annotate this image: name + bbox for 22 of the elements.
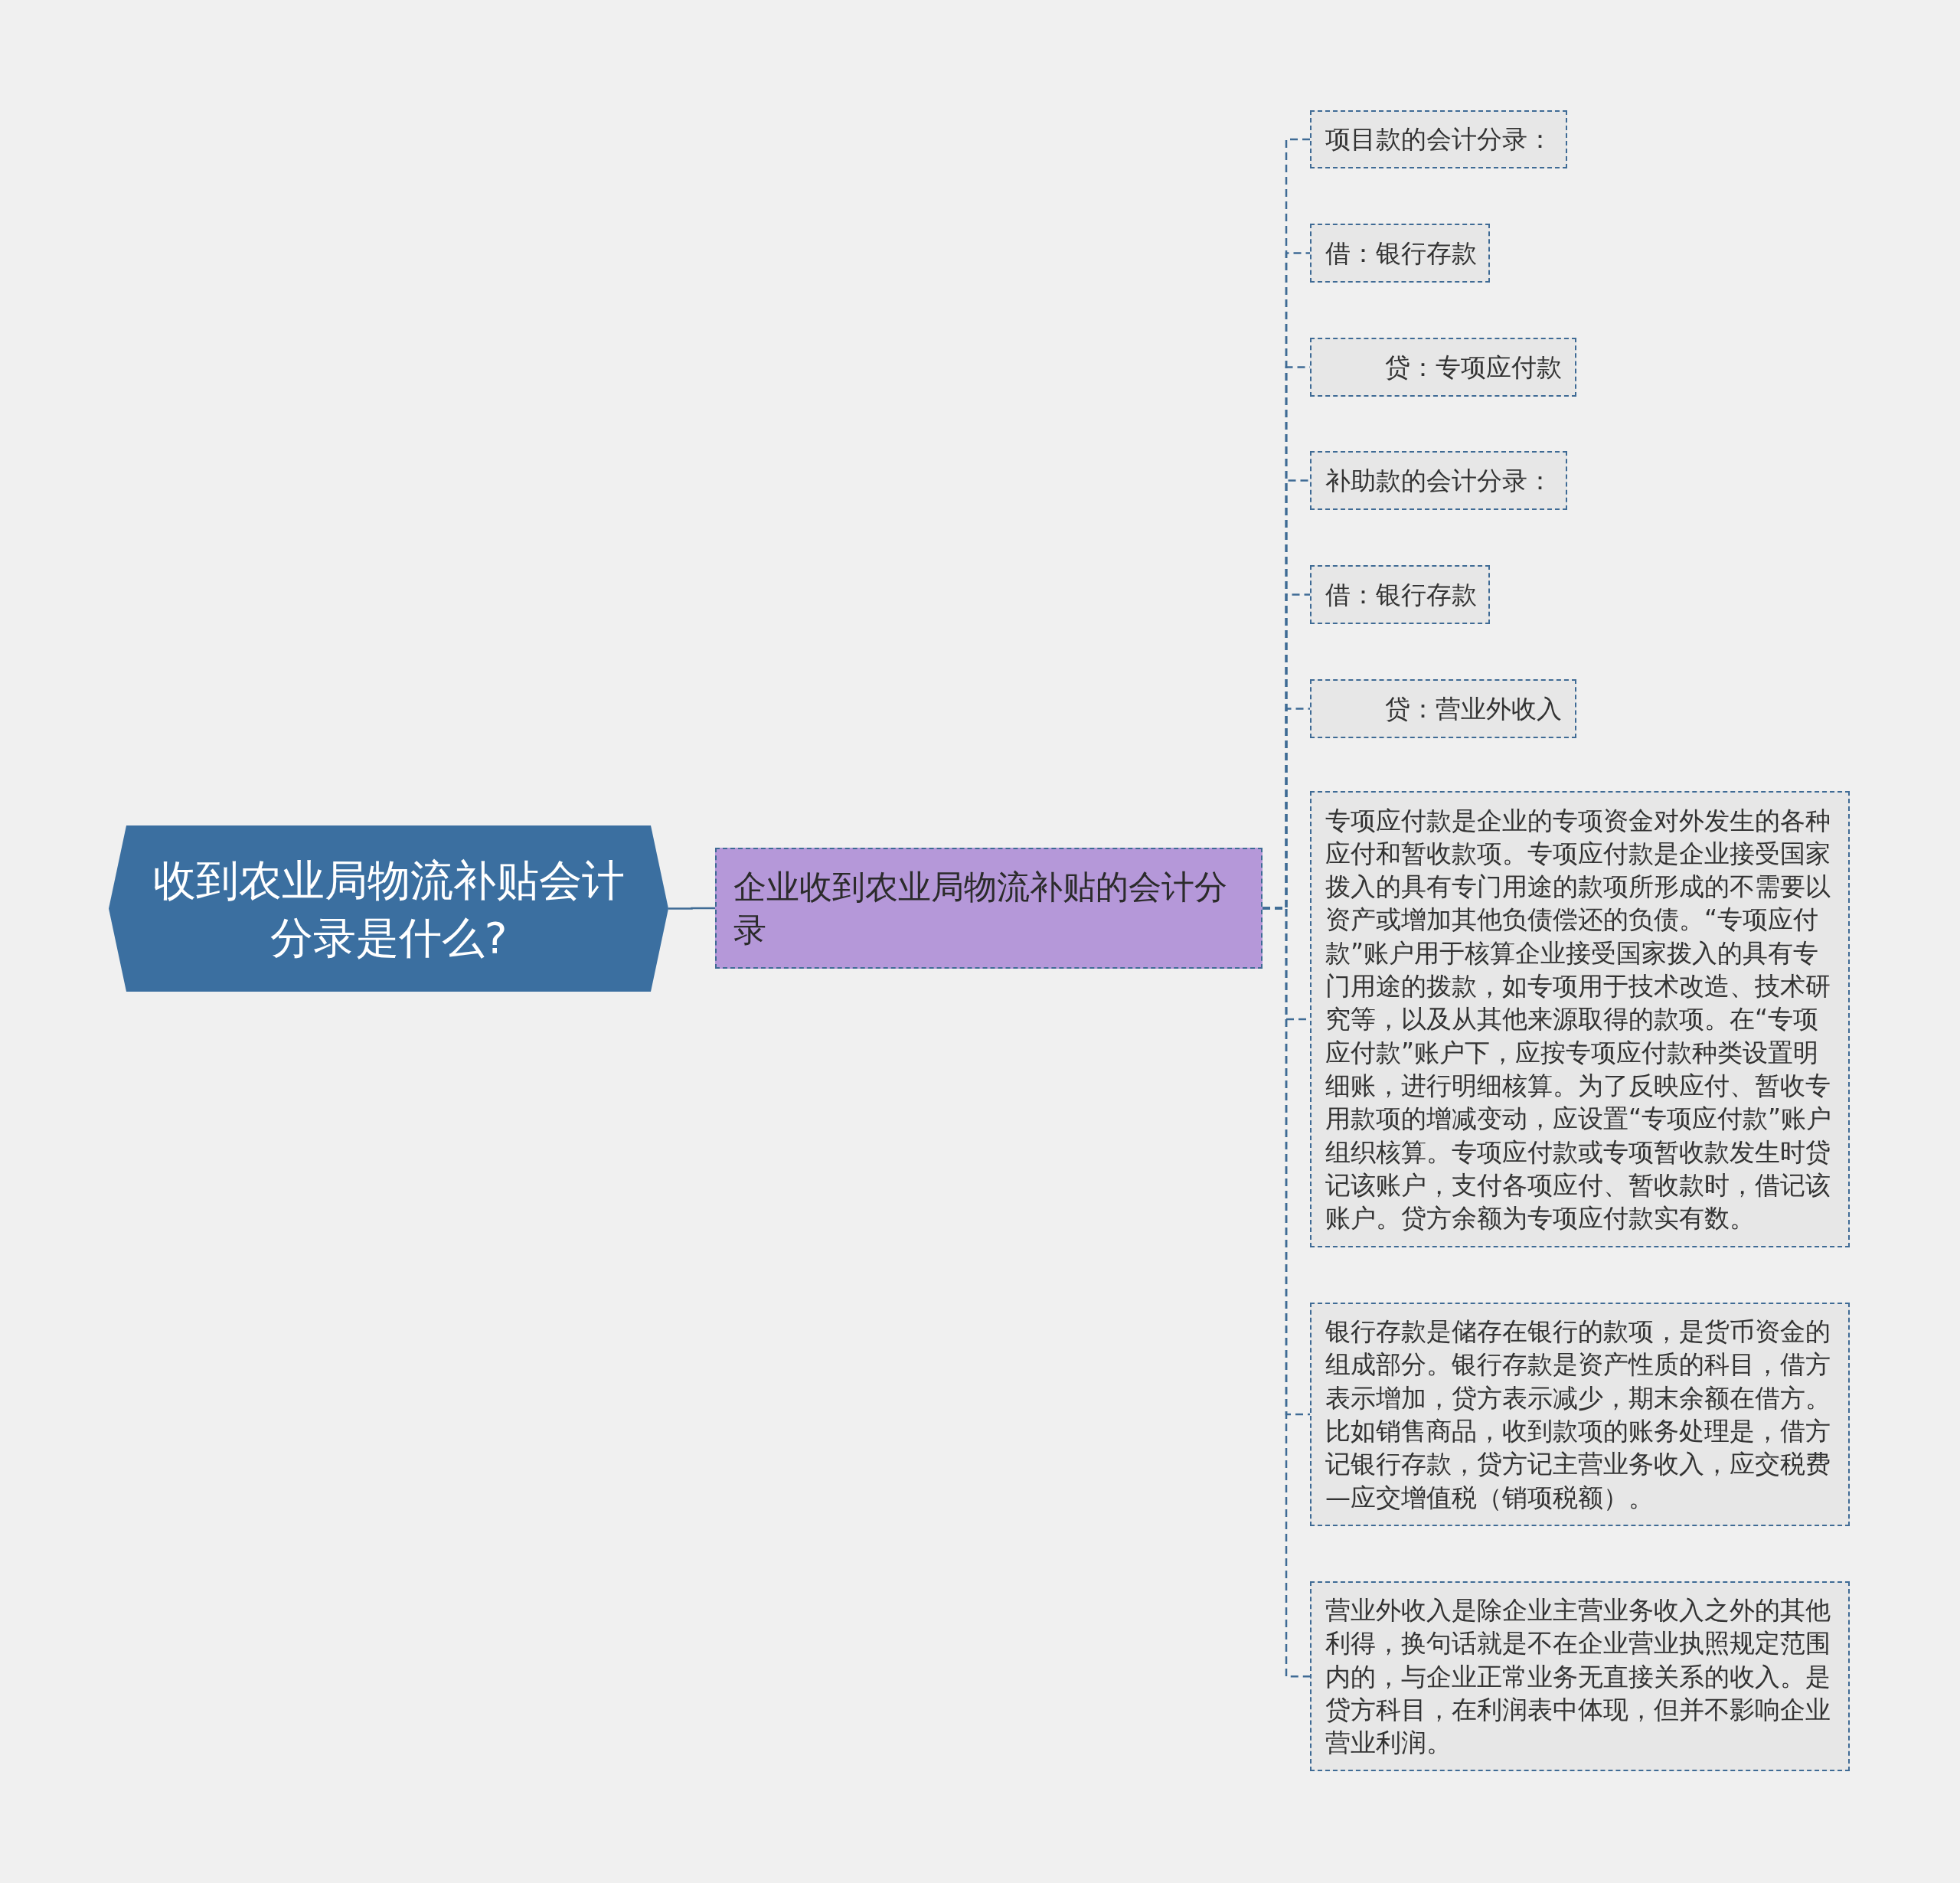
note-text: 贷：专项应付款 — [1385, 351, 1562, 384]
connector-line — [668, 907, 715, 910]
note-box — [1310, 1303, 1850, 1526]
note-box — [1310, 338, 1576, 397]
note-text: 补助款的会计分录： — [1325, 464, 1553, 497]
note-text: 银行存款是储存在银行的款项，是货币资金的组成部分。银行存款是资产性质的科目，借方表示增加，贷方表示减少，期末余额在借方。比如销售商品，收到款项的账务处理是，借方记银行存款，贷方记主营业务收入，应交税费—应交增值税（销项税额）。 — [1325, 1316, 1831, 1514]
note-text: 贷：营业外收入 — [1385, 692, 1562, 725]
topic-text: 收到农业局物流补贴会计分录是什么? — [152, 854, 626, 964]
note-box — [1310, 451, 1567, 510]
note-text: 专项应付款是企业的专项资金对外发生的各种应付和暂收款项。专项应付款是企业接受国家拨入的具有专门用途的款项所形成的不需要以资产或增加其他负债偿还的负债。“专项应付款”账户用于核算企业接受国家拨入的具有专门用途的拨款，如专项用于技术改造、技术研究等，以及从其他来源取得的款项。在“专项应付款”账户下，应按专项应付款种类设置明细账，进行明细核算。为了反映应付、暂收专用款项的增减变动，应设置“专项应付款”账户组织核算。专项应付款或专项暂收款发生时贷记该账户，支付各项应付、暂收款时，借记该账户。贷方余额为专项应付款实有数。 — [1325, 804, 1833, 1235]
note-box — [1310, 565, 1490, 624]
note-box — [1310, 679, 1576, 738]
note-text: 借：银行存款 — [1325, 578, 1477, 611]
subtopic-text: 企业收到农业局物流补贴的会计分录 — [733, 867, 1228, 950]
note-text: 项目款的会计分录： — [1325, 123, 1553, 156]
note-text: 借：银行存款 — [1325, 237, 1477, 270]
note-box — [1310, 1581, 1850, 1772]
topic-hexagon — [109, 825, 668, 992]
note-box — [1310, 224, 1490, 283]
note-text: 营业外收入是除企业主营业务收入之外的其他利得，换句话就是不在企业营业执照规定范围内的，与企业正常业务无直接关系的收入。是贷方科目，在利润表中体现，但并不影响企业营业利润。 — [1325, 1594, 1831, 1760]
note-box — [1310, 110, 1567, 168]
subtopic-box — [715, 848, 1263, 969]
